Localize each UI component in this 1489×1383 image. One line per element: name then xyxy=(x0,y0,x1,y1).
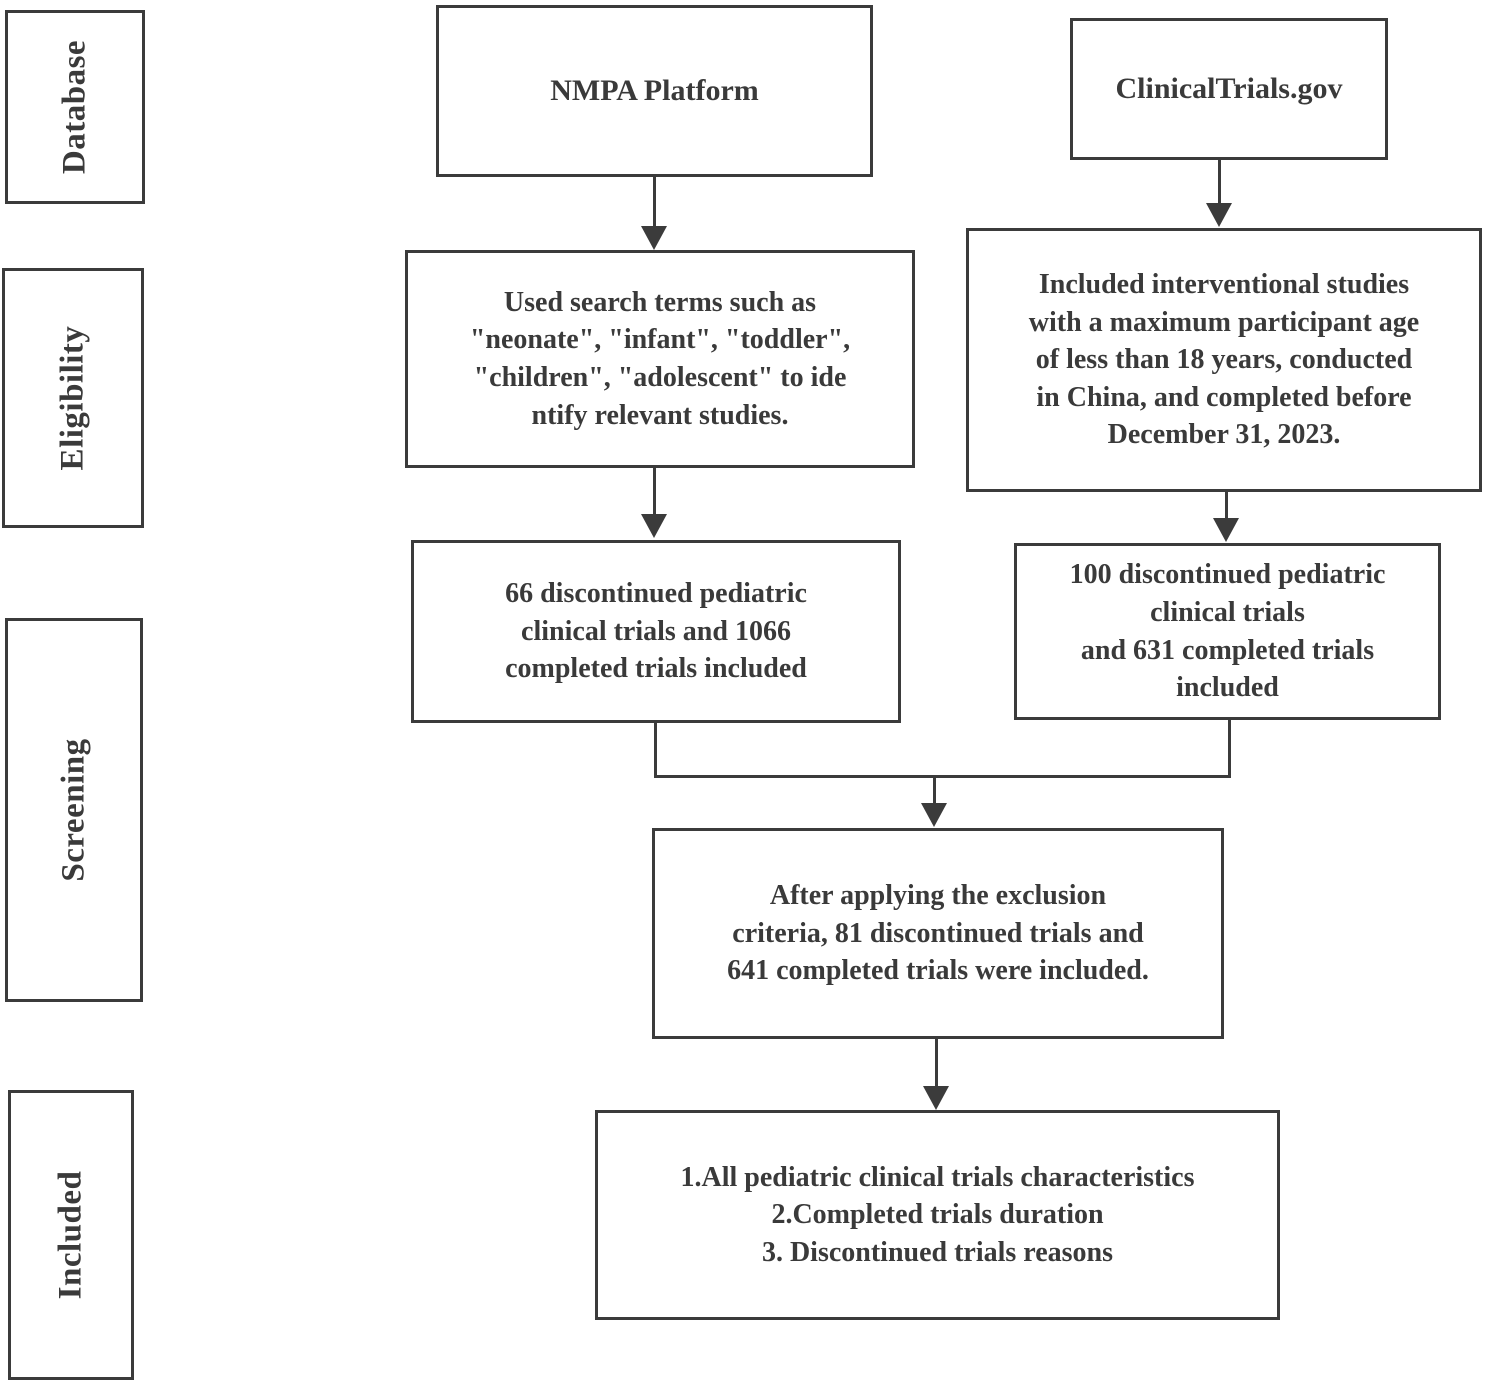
node-after-exclusion-criteria: After applying the exclusion criteria, 8… xyxy=(652,828,1224,1039)
arrowhead-eligibility-to-screening-left xyxy=(641,514,667,538)
stage-label-eligibility: Eligibility xyxy=(54,325,91,471)
arrowhead-nmpa-to-eligibility xyxy=(641,226,667,250)
stage-label-database: Database xyxy=(56,39,93,175)
arrowhead-merged-to-outcomes xyxy=(923,1086,949,1110)
stage-box-eligibility: Eligibility xyxy=(2,268,144,528)
arrowhead-eligibility-to-screening-right xyxy=(1213,518,1239,542)
node-eligibility-ctgov-text: Included interventional studies with a m… xyxy=(1028,269,1420,451)
node-screening-nmpa-text: 66 discontinued pediatric clinical trial… xyxy=(505,578,807,685)
node-screening-nmpa: 66 discontinued pediatric clinical trial… xyxy=(411,540,901,723)
node-screening-ctgov: 100 discontinued pediatric clinical tria… xyxy=(1014,543,1441,720)
node-outcomes: 1.All pediatric clinical trials characte… xyxy=(595,1110,1280,1320)
stage-label-screening: Screening xyxy=(55,738,92,882)
node-outcomes-text: 1.All pediatric clinical trials characte… xyxy=(680,1161,1195,1268)
node-nmpa-platform: NMPA Platform xyxy=(436,5,873,177)
node-eligibility-nmpa-text: Used search terms such as "neonate", "in… xyxy=(469,286,851,431)
node-clinicaltrials-gov: ClinicalTrials.gov xyxy=(1070,18,1388,160)
connector-eligibility-to-screening-left xyxy=(653,468,656,520)
node-clinicaltrials-gov-text: ClinicalTrials.gov xyxy=(1115,71,1343,105)
node-after-exclusion-criteria-text: After applying the exclusion criteria, 8… xyxy=(727,880,1149,987)
node-eligibility-ctgov: Included interventional studies with a m… xyxy=(966,228,1482,492)
arrowhead-merge-to-exclusion xyxy=(921,803,947,827)
connector-merged-to-outcomes xyxy=(935,1039,938,1091)
stage-label-included: Included xyxy=(52,1170,89,1300)
merge-horizontal-bar xyxy=(654,775,1231,778)
merge-drop-center xyxy=(933,775,936,808)
node-screening-ctgov-text: 100 discontinued pediatric clinical tria… xyxy=(1069,559,1386,704)
connector-ctgov-to-eligibility xyxy=(1218,160,1221,210)
node-eligibility-nmpa: Used search terms such as "neonate", "in… xyxy=(405,250,915,468)
connector-nmpa-to-eligibility xyxy=(653,177,656,233)
connector-eligibility-to-screening-right xyxy=(1225,492,1228,524)
merge-drop-right xyxy=(1228,720,1231,778)
arrowhead-ctgov-to-eligibility xyxy=(1206,203,1232,227)
stage-box-database: Database xyxy=(5,10,145,204)
merge-drop-left xyxy=(654,723,657,778)
stage-box-included: Included xyxy=(8,1090,134,1380)
stage-box-screening: Screening xyxy=(5,618,143,1002)
node-nmpa-platform-text: NMPA Platform xyxy=(550,73,759,107)
